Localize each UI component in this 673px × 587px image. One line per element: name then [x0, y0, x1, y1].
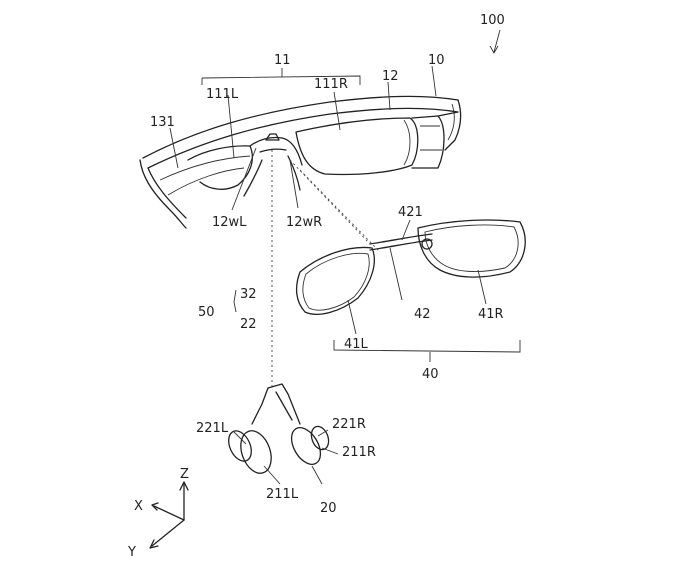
label-221R: 221R — [332, 417, 366, 432]
label-40: 40 — [422, 367, 439, 382]
label-111R: 111R — [314, 77, 348, 92]
label-41R: 41R — [478, 307, 504, 322]
reference-labels: 100 11 111L 111R 12 10 131 12wL 12wR 421… — [127, 13, 505, 560]
coordinate-axes — [150, 482, 188, 548]
clip-on-lens-assembly — [297, 220, 526, 314]
label-211R: 211R — [342, 445, 376, 460]
label-22: 22 — [240, 317, 257, 332]
label-111L: 111L — [206, 87, 239, 102]
axis-label-x: X — [134, 499, 143, 514]
label-221L: 221L — [196, 421, 229, 436]
label-12: 12 — [382, 69, 399, 84]
label-100: 100 — [480, 13, 505, 28]
nose-pad-part — [224, 384, 331, 477]
label-50: 50 — [198, 305, 215, 320]
label-32: 32 — [240, 287, 257, 302]
label-10: 10 — [428, 53, 445, 68]
label-211L: 211L — [266, 487, 299, 502]
label-12wL: 12wL — [212, 215, 247, 230]
axis-label-z: Z — [180, 467, 189, 482]
label-421: 421 — [398, 205, 423, 220]
label-42: 42 — [414, 307, 431, 322]
axis-label-y: Y — [127, 545, 136, 560]
label-20: 20 — [320, 501, 337, 516]
label-12wR: 12wR — [286, 215, 322, 230]
label-41L: 41L — [344, 337, 369, 352]
label-11: 11 — [274, 53, 291, 68]
assembly-lines — [272, 150, 378, 388]
label-131: 131 — [150, 115, 175, 130]
